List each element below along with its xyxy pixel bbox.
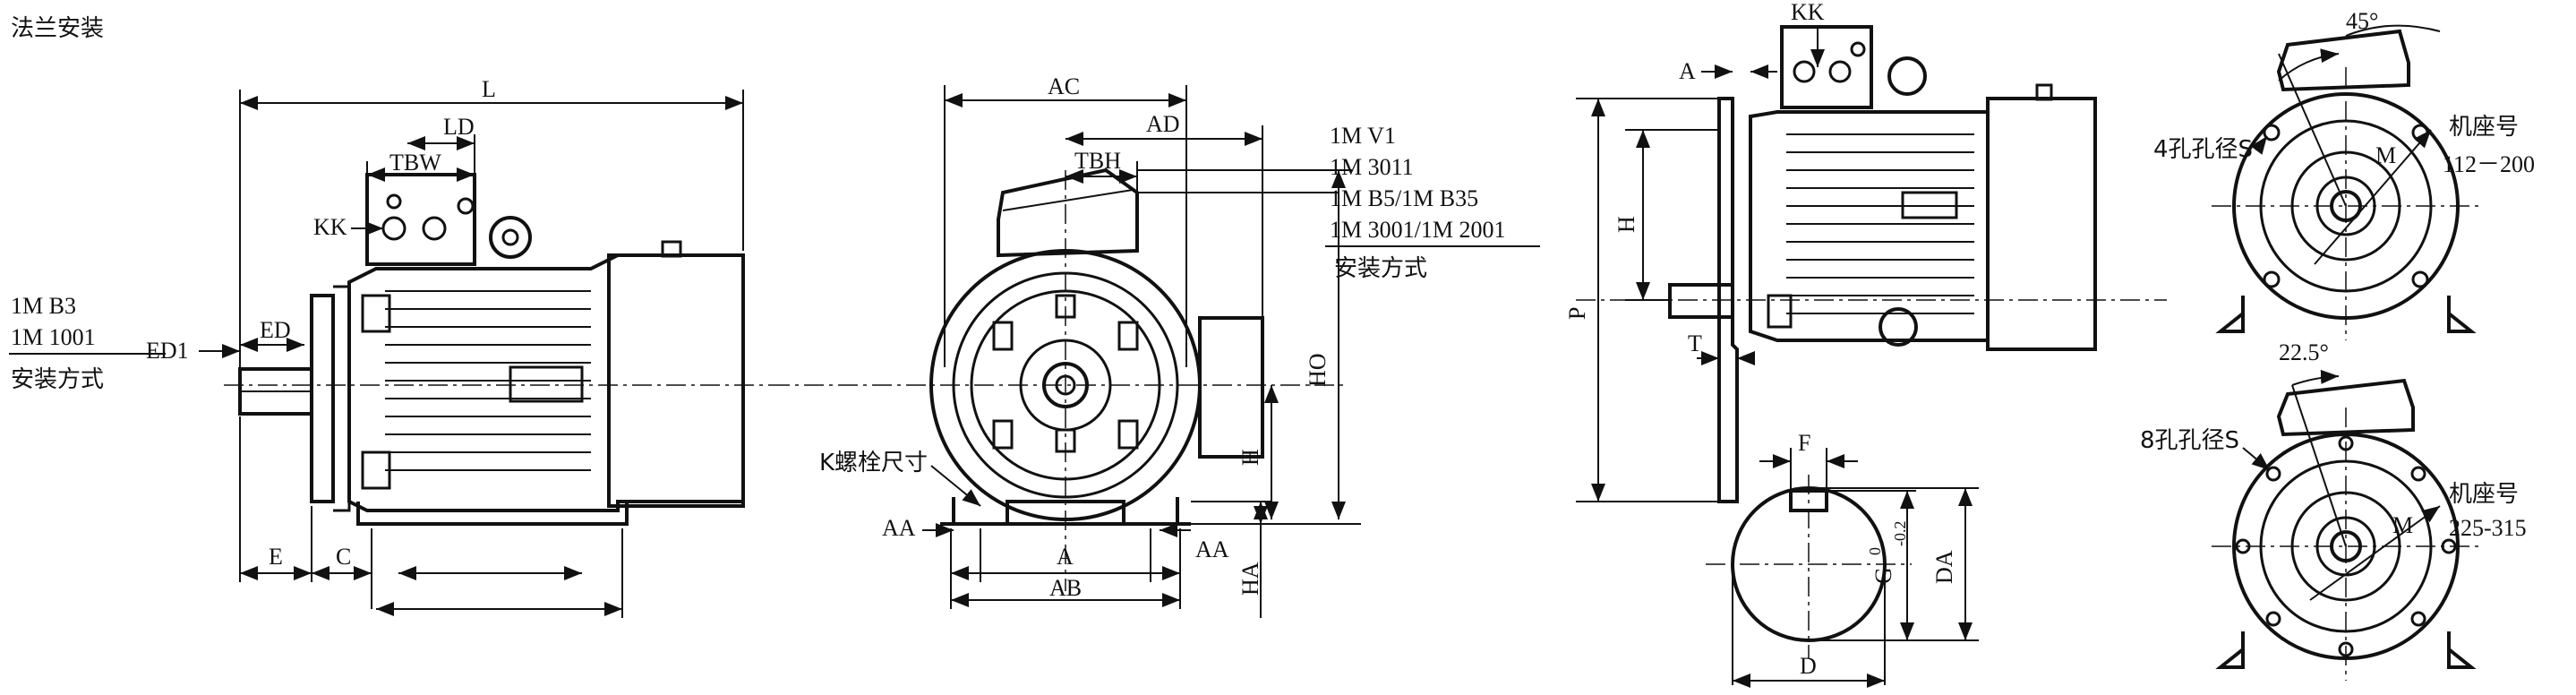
front-mount-type-4: 1M 3001/1M 2001 xyxy=(1330,217,1505,243)
front-label-bolt: K螺栓尺寸 xyxy=(819,450,928,476)
side-label-E: E xyxy=(269,544,283,570)
front-mount-caption: 安装方式 xyxy=(1334,255,1427,282)
side-mount-type-1: 1M B3 xyxy=(11,293,76,319)
front-label-AD: AD xyxy=(1146,111,1180,137)
flange4-holes: 4孔孔径S xyxy=(2153,136,2253,163)
side-label-C: C xyxy=(336,544,351,570)
side-label-ED: ED xyxy=(260,317,291,343)
shaft-label-D: D xyxy=(1800,653,1817,679)
front-mount-type-1: 1M V1 xyxy=(1330,123,1396,149)
flange8-angle: 22.5° xyxy=(2279,339,2329,365)
front-label-TBH: TBH xyxy=(1074,148,1121,174)
front-mount-type-3: 1M B5/1M B35 xyxy=(1330,185,1478,211)
front-label-HO: HO xyxy=(1305,353,1331,387)
front-mount-type-2: 1M 3011 xyxy=(1330,154,1414,180)
shaft-label-DA: DA xyxy=(1931,550,1957,584)
front-view: AC AD TBH HO H HA K螺栓尺寸 AA AA xyxy=(770,73,1540,618)
side-label-L: L xyxy=(482,76,496,102)
flange4-frame-range: 112－200 xyxy=(2443,151,2535,177)
flange-side-label-H: H xyxy=(1613,216,1639,233)
flange8-frame-label: 机座号 xyxy=(2449,481,2519,508)
flange8-holes: 8孔孔径S xyxy=(2140,427,2239,454)
side-mount-caption: 安装方式 xyxy=(11,366,104,393)
side-mount-type-2: 1M 1001 xyxy=(11,324,96,350)
flange-side-label-KK: KK xyxy=(1791,0,1825,25)
side-label-TBW: TBW xyxy=(389,150,441,176)
flange8-frame-range: 225-315 xyxy=(2449,515,2527,541)
shaft-label-G-sub: -0.2 xyxy=(1891,521,1909,547)
flange4-frame-label: 机座号 xyxy=(2449,114,2519,141)
front-label-HA: HA xyxy=(1237,562,1263,596)
front-label-AC: AC xyxy=(1048,73,1080,99)
front-label-AB: AB xyxy=(1049,575,1082,601)
flange-view-8-hole: 22.5° 8孔孔径S M 机座号 225-315 xyxy=(2140,339,2527,681)
page-title: 法兰安装 xyxy=(11,15,104,42)
flange4-angle: 45° xyxy=(2346,8,2378,34)
shaft-label-G-sup: 0 xyxy=(1866,547,1884,555)
side-label-KK: KK xyxy=(313,214,347,240)
side-label-ED1: ED1 xyxy=(146,338,189,364)
front-label-AA-left: AA xyxy=(882,515,916,541)
flange-side-label-A: A xyxy=(1679,58,1696,84)
side-label-LD: LD xyxy=(443,114,475,140)
shaft-label-F: F xyxy=(1798,430,1810,456)
shaft-label-G: G xyxy=(1870,567,1896,584)
flange8-M: M xyxy=(2392,512,2413,538)
flange-side-label-P: P xyxy=(1564,307,1590,320)
flange-view-4-hole: 45° 4孔孔径S M 机座号 112－200 xyxy=(2153,8,2535,340)
flange-side-view: KK A P H T xyxy=(1564,0,2167,503)
side-view: 1M B3 1M 1001 安装方式 xyxy=(9,76,770,618)
flange4-M: M xyxy=(2375,142,2396,168)
front-label-H: H xyxy=(1237,449,1263,466)
flange-side-label-T: T xyxy=(1688,330,1702,356)
shaft-section: F G 0 -0.2 DA D xyxy=(1706,430,1979,688)
front-label-A: A xyxy=(1057,544,1074,570)
front-label-AA-right: AA xyxy=(1195,536,1229,562)
